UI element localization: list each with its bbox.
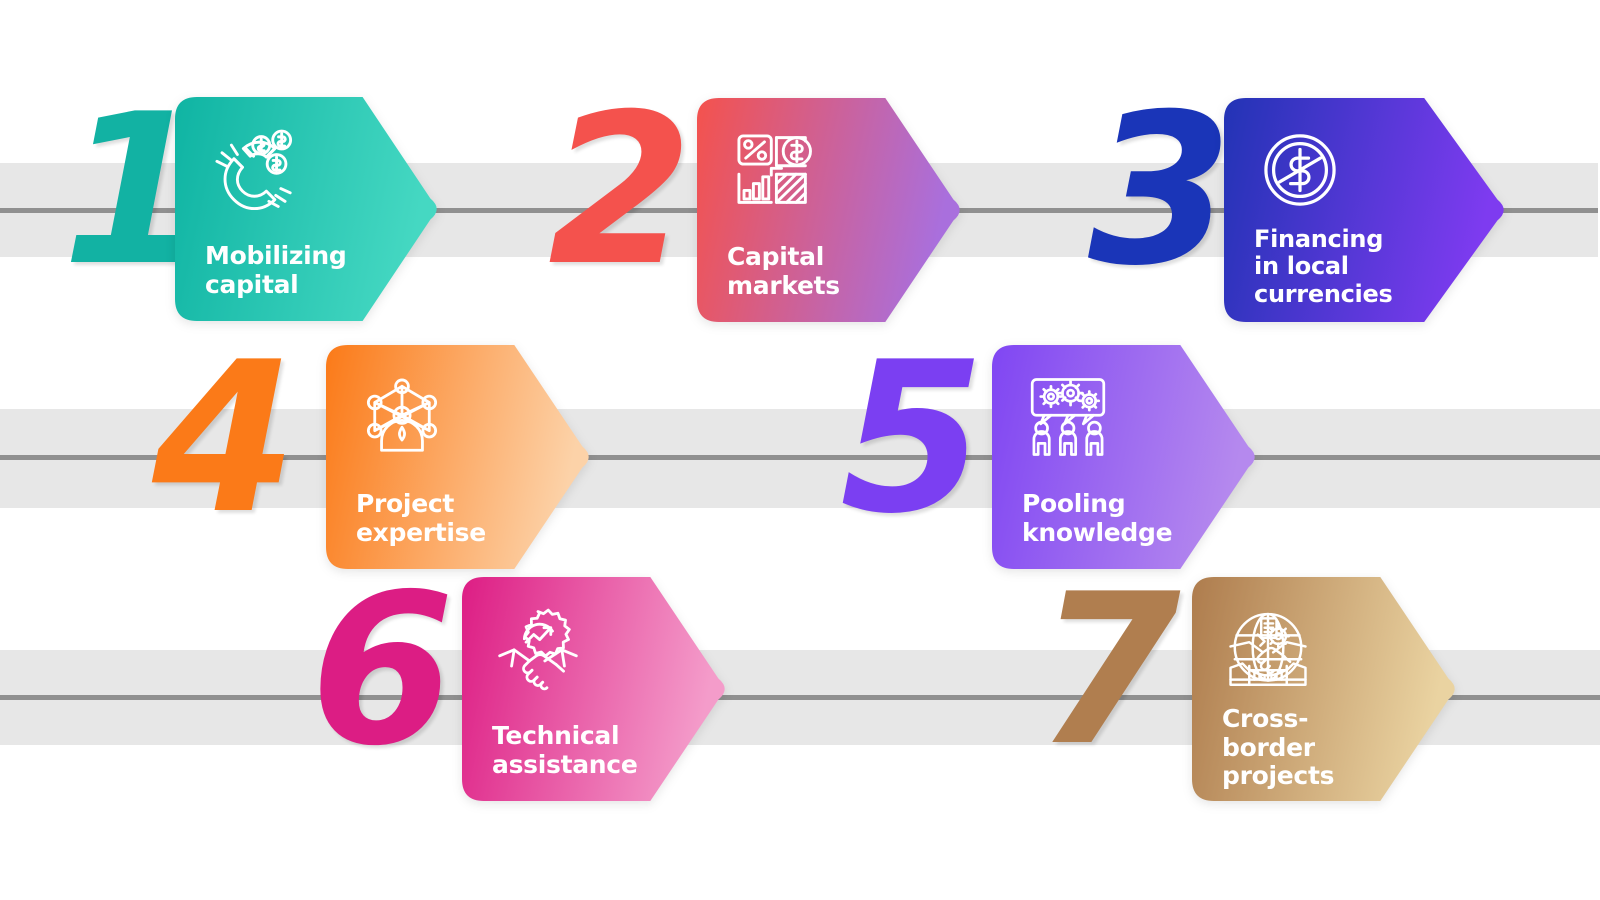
step-number-2: 2 <box>548 70 693 312</box>
pillar-card-content-7: Cross-border projects <box>1192 577 1380 801</box>
pillar-card-1[interactable]: Mobilizing capital <box>175 97 443 321</box>
pillar-card-content-1: Mobilizing capital <box>175 97 363 321</box>
market-quadrant-icon <box>727 124 819 216</box>
pillar-card-7[interactable]: Cross-border projects <box>1192 577 1461 801</box>
step-number-3: 3 <box>1088 70 1233 312</box>
pillar-card-6[interactable]: Technical assistance <box>462 577 731 801</box>
project-network-icon <box>356 371 448 463</box>
pillar-card-label-1: Mobilizing capital <box>205 241 347 299</box>
pillar-card-content-3: Financing in local currencies <box>1224 98 1424 322</box>
step-number-6: 6 <box>310 550 455 792</box>
pillar-card-5[interactable]: Pooling knowledge <box>992 345 1261 569</box>
pillar-card-label-2: Capital markets <box>727 242 840 300</box>
pillar-card-content-6: Technical assistance <box>462 577 650 801</box>
pillar-card-4[interactable]: Project expertise <box>326 345 595 569</box>
magnet-coins-icon <box>205 123 297 215</box>
pillar-card-label-7: Cross-border projects <box>1222 704 1335 790</box>
step-number-5: 5 <box>840 318 985 560</box>
handshake-gear-icon <box>492 603 584 695</box>
pillar-card-3[interactable]: Financing in local currencies <box>1224 98 1510 322</box>
pillar-card-content-2: Capital markets <box>697 98 885 322</box>
step-number-4: 4 <box>152 318 297 560</box>
pillar-card-content-4: Project expertise <box>326 345 514 569</box>
pillar-card-content-5: Pooling knowledge <box>992 345 1180 569</box>
pillar-card-label-3: Financing in local currencies <box>1254 225 1393 308</box>
pillar-card-label-6: Technical assistance <box>492 721 638 779</box>
pooling-knowledge-icon <box>1022 371 1114 463</box>
no-dollar-icon <box>1254 124 1346 216</box>
globe-bridge-icon <box>1222 603 1314 695</box>
pillar-card-2[interactable]: Capital markets <box>697 98 966 322</box>
step-number-7: 7 <box>1036 550 1181 792</box>
pillar-card-label-5: Pooling knowledge <box>1022 489 1173 547</box>
pillar-card-label-4: Project expertise <box>356 489 486 547</box>
